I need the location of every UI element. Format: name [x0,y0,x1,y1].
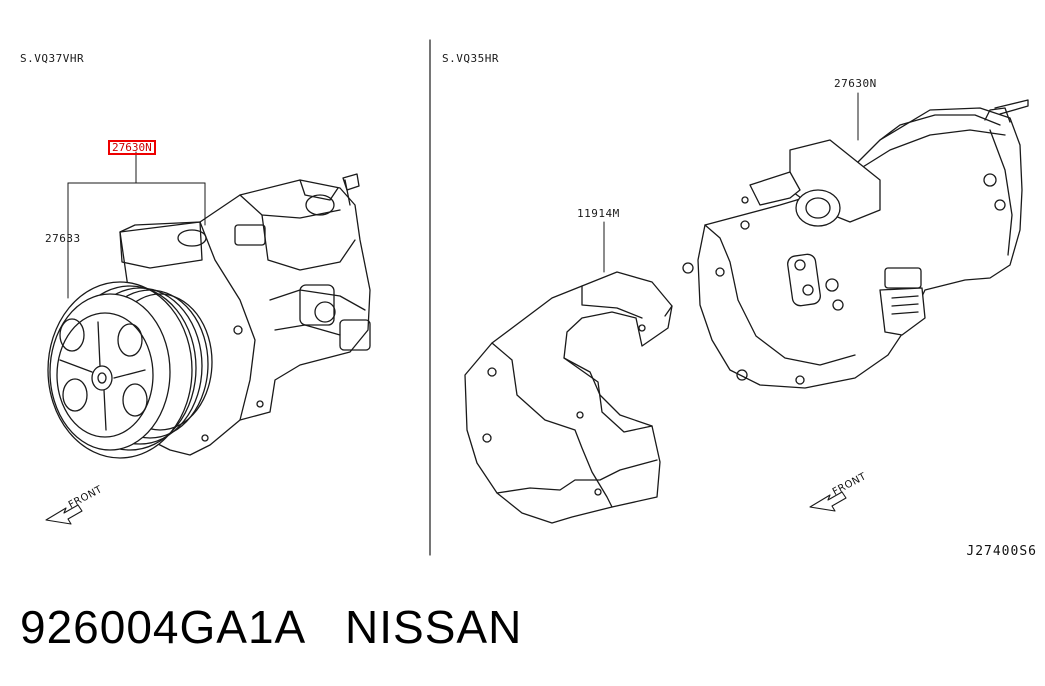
heat-shield-illustration [464,271,673,524]
callout-27630n-highlighted[interactable]: 27630N [108,140,156,155]
callout-11914m[interactable]: 11914M [577,207,620,220]
diagram-code: J27400S6 [966,544,1037,559]
front-arrow-left-icon [45,504,83,525]
callout-27633[interactable]: 27633 [45,232,81,245]
footer-title: 926004GA1A NISSAN [20,600,522,654]
compressor-left-illustration [47,173,371,459]
front-arrow-right-icon [809,491,847,512]
compressor-right-illustration [682,99,1029,389]
brand-name: NISSAN [345,601,523,653]
part-number: 926004GA1A [20,601,304,653]
callout-27630n-right[interactable]: 27630N [834,77,877,90]
right-variant-label: S.VQ35HR [442,52,499,65]
left-variant-label: S.VQ37VHR [20,52,85,65]
leader-lines-left [67,151,206,299]
